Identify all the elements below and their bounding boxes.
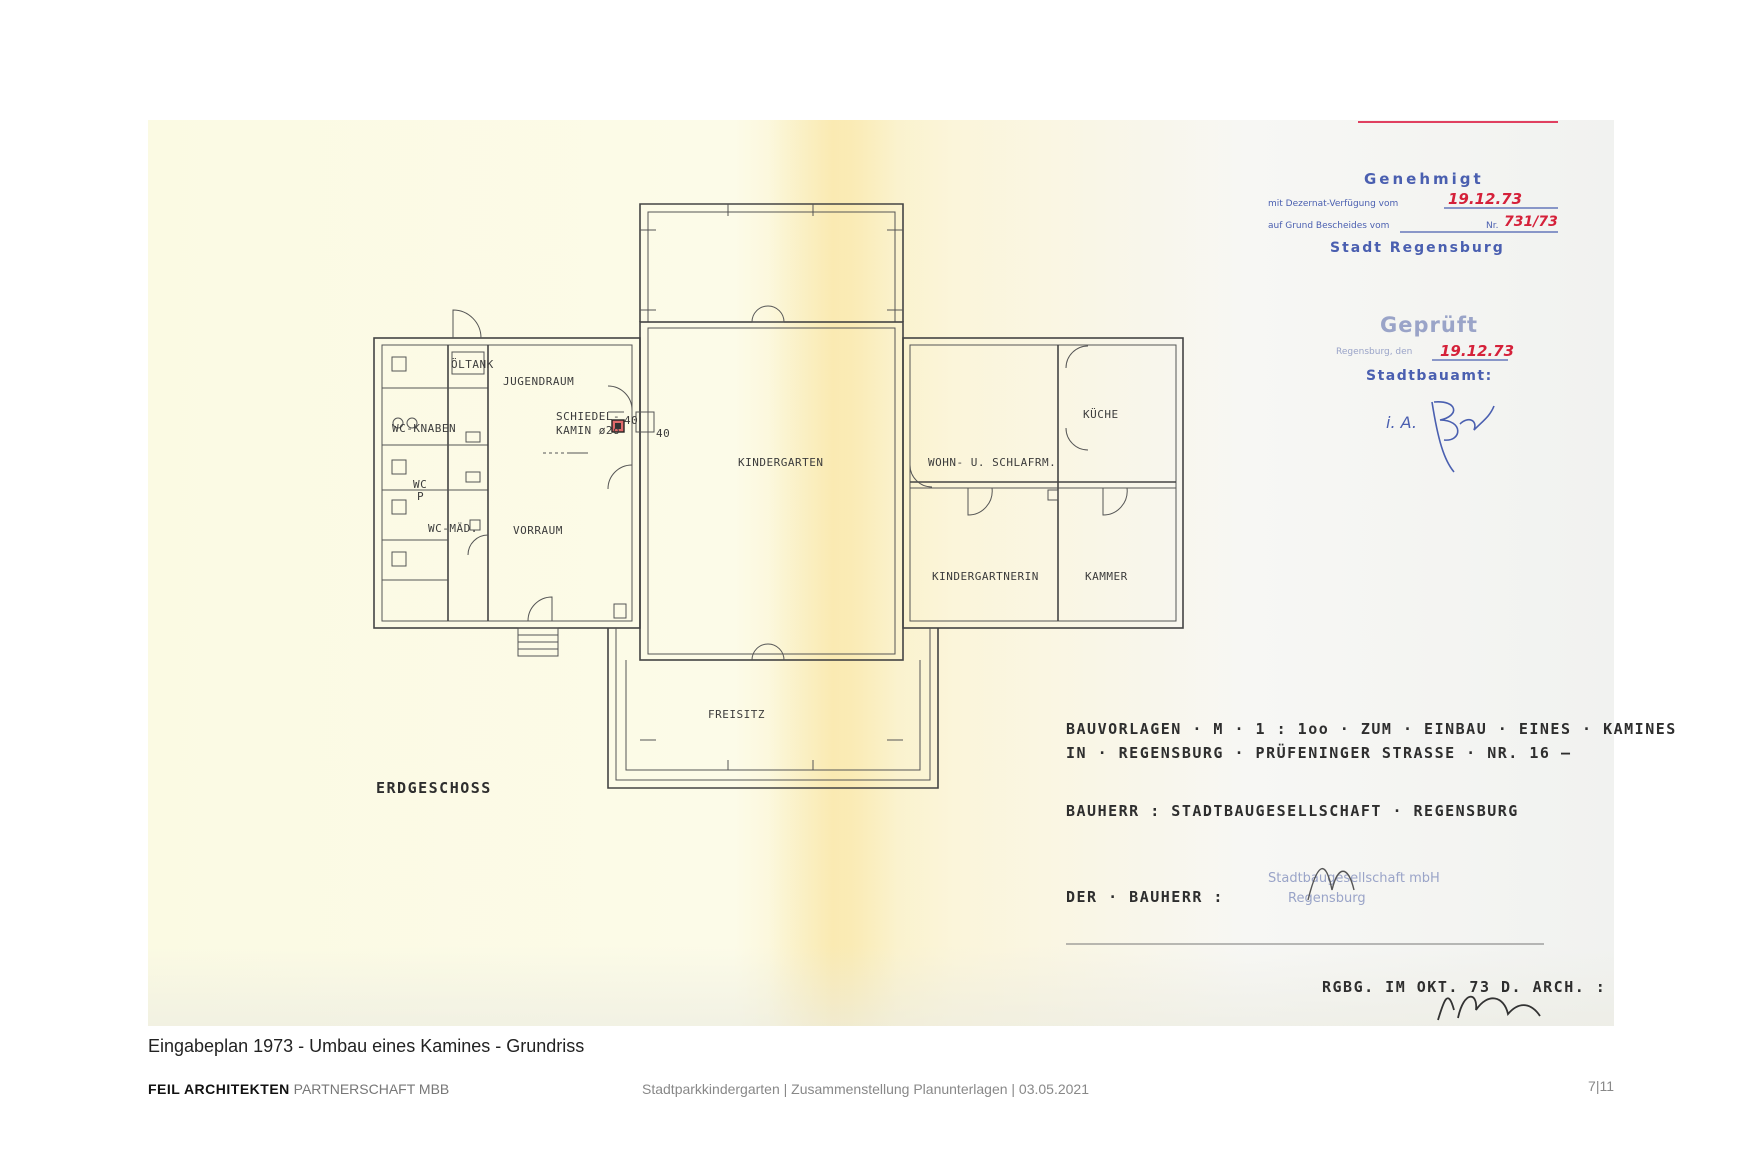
west-wing xyxy=(373,309,655,657)
stamp-geprueft: Geprüft xyxy=(1380,313,1478,337)
official-signature xyxy=(1431,401,1495,473)
stamp-nr-label: Nr. xyxy=(1486,221,1498,231)
bauherr-signature xyxy=(1307,867,1355,901)
chimney-label-2: KAMIN ø2o xyxy=(556,424,620,437)
stamp-geprueft-date: 19.12.73 xyxy=(1440,342,1514,360)
paper-shade xyxy=(148,946,1614,1026)
stamp-nr-value: 731/73 xyxy=(1504,214,1558,230)
chimney-label-1: SCHIEDEL- xyxy=(556,410,620,423)
east-wing xyxy=(902,337,1184,629)
room-label-kueche: KÜCHE xyxy=(1083,408,1119,421)
dimension-label-40a: 40 xyxy=(624,414,638,427)
room-label-kammer: KAMMER xyxy=(1085,570,1128,583)
scanned-plan: ÖLTANK JUGENDRAUM WC-KNABEN SCHIEDEL- KA… xyxy=(148,120,1675,1026)
room-label-wohn-schlafrm: WOHN- U. SCHLAFRM. xyxy=(928,456,1056,469)
floor-label: ERDGESCHOSS xyxy=(376,779,492,797)
stamp-stadtbauamt: Stadtbauamt: xyxy=(1366,368,1493,384)
stamp-dezernat-date: 19.12.73 xyxy=(1448,190,1522,208)
stamp-dezernat: mit Dezernat-Verfügung vom xyxy=(1268,199,1398,209)
checked-stamp: Geprüft Regensburg, den 19.12.73 Stadtba… xyxy=(1336,313,1514,473)
stamp-genehmigt: Genehmigt xyxy=(1364,170,1484,188)
room-label-wc-maed: WC-MÄD. xyxy=(428,522,478,535)
room-label-wc-p-1: WC xyxy=(413,478,427,491)
stamp-ia: i. A. xyxy=(1386,413,1417,432)
figure-caption: Eingabeplan 1973 - Umbau eines Kamines -… xyxy=(148,1036,585,1056)
north-hall xyxy=(639,203,904,322)
floor-plan-drawing: ÖLTANK JUGENDRAUM WC-KNABEN SCHIEDEL- KA… xyxy=(373,121,1675,1021)
room-label-jugendraum: JUGENDRAUM xyxy=(503,375,574,388)
architect-line: RGBG. IM OKT. 73 D. ARCH. : xyxy=(1322,978,1606,996)
company-stamp-line-2: Regensburg xyxy=(1288,891,1366,906)
freisitz-terrace xyxy=(607,628,939,789)
room-label-oeltank: ÖLTANK xyxy=(451,358,494,371)
kindergarten-room xyxy=(639,305,904,661)
stamp-stadt: Stadt Regensburg xyxy=(1330,240,1505,256)
room-label-wc-p-2: P xyxy=(417,490,424,503)
der-bauherr-label: DER · BAUHERR : xyxy=(1066,888,1224,906)
title-line-1: BAUVORLAGEN · M · 1 : 1oo · ZUM · EINBAU… xyxy=(1066,720,1677,738)
bauherr-line: BAUHERR : STADTBAUGESELLSCHAFT · REGENSB… xyxy=(1066,802,1519,820)
title-line-2: IN · REGENSBURG · PRÜFENINGER STRASSE · … xyxy=(1066,743,1571,762)
room-label-vorraum: VORRAUM xyxy=(513,524,563,537)
approval-stamp: Genehmigt mit Dezernat-Verfügung vom 19.… xyxy=(1268,170,1558,256)
firm-name: FEIL ARCHITEKTEN xyxy=(148,1081,290,1097)
footer-firm: FEIL ARCHITEKTEN PARTNERSCHAFT MBB xyxy=(148,1081,449,1097)
architect-signature xyxy=(1437,995,1541,1021)
stamp-regensburg-den: Regensburg, den xyxy=(1336,347,1412,357)
company-stamp-line-1: Stadtbaugesellschaft mbH xyxy=(1268,871,1440,886)
dimension-label-40b: 40 xyxy=(656,427,670,440)
firm-suffix: PARTNERSCHAFT MBB xyxy=(293,1081,450,1097)
paper-fold xyxy=(768,120,898,1026)
footer-project-info: Stadtparkkindergarten | Zusammenstellung… xyxy=(642,1081,1090,1097)
room-label-kindergartnerin: KINDERGARTNERIN xyxy=(932,570,1039,583)
room-label-wc-knaben: WC-KNABEN xyxy=(392,422,456,435)
room-label-freisitz: FREISITZ xyxy=(708,708,765,721)
room-label-kindergarten: KINDERGARTEN xyxy=(738,456,823,469)
stamp-bescheid: auf Grund Bescheides vom xyxy=(1268,221,1389,231)
page-number: 7|11 xyxy=(1588,1078,1614,1094)
